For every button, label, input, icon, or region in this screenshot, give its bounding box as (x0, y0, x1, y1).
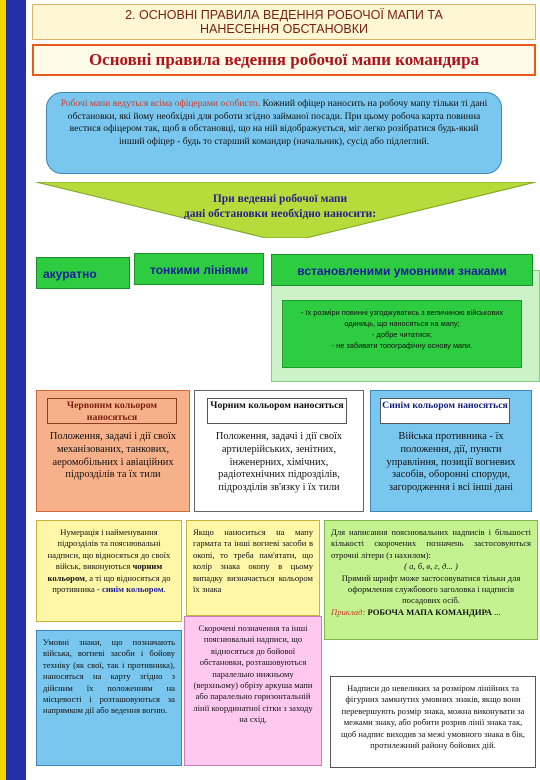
red-color-box: Червоним кольором наносяться Положення, … (36, 390, 190, 512)
decorative-blue-stripe (6, 0, 26, 780)
labels-letters: ( а, б, в, г, д... ) (404, 561, 458, 572)
labels-example-tail: ... (491, 606, 501, 617)
tag-symbols: встановленими умовними знаками (271, 254, 533, 286)
labels-text-2: Прямий шрифт може застосовуватися тільки… (341, 572, 521, 606)
guns-note: Якщо наноситься на мапу гармата та інші … (186, 520, 320, 616)
symbol-rule-2: - добре читатися; (372, 330, 432, 339)
intro-accent-text: Робочі мапи ведуться всіма офіцерами осо… (60, 98, 261, 109)
chevron-line-1: При веденні робочої мапи (212, 193, 348, 205)
labels-text-1: Для написання пояснювальних надписів і б… (331, 527, 531, 560)
symbols-definition-note: Умовні знаки, що позначають війська, вог… (36, 630, 182, 766)
tag-accurate: акуратно (36, 257, 130, 289)
labels-example: Приклад: РОБОЧА МАПА КОМАНДИРА ... (331, 607, 531, 618)
numbering-text-2: , а ті що відносяться до противника - (52, 572, 171, 595)
abbreviations-note: Скорочені позначення та інші пояснювальн… (184, 616, 322, 766)
symbol-rules-list: - їх розміри повинні узгоджуватись з вел… (282, 300, 522, 368)
labels-example-value: РОБОЧА МАПА КОМАНДИРА (367, 606, 492, 617)
symbol-rule-1: - їх розміри повинні узгоджуватись з вел… (300, 308, 504, 328)
size-labels-note: Надписи до невеликих за розміром лінійни… (330, 676, 536, 768)
numbering-text-3: . (163, 584, 166, 595)
numbering-text-1: Нумерація і найменування підрозділів та … (47, 527, 171, 572)
numbering-black: чорним кольором (47, 561, 163, 583)
numbering-blue: синім кольором (102, 584, 164, 595)
labels-note: Для написання пояснювальних надписів і б… (324, 520, 538, 640)
section-title-line-2: НАНЕСЕННЯ ОБСТАНОВКИ (200, 22, 368, 36)
symbol-rule-3: - не забивати топографічну основу мапи. (331, 341, 473, 350)
red-color-label: Червоним кольором наносяться (47, 398, 177, 424)
numbering-note: Нумерація і найменування підрозділів та … (36, 520, 182, 622)
blue-color-label: Синім кольором наносяться (380, 398, 510, 424)
blue-color-text: Військa противника - їх положення, дії, … (386, 431, 516, 494)
intro-text: Кожний офіцер наносить на робочу мапу ті… (67, 98, 488, 147)
blue-color-box: Синім кольором наносяться Військa против… (370, 390, 532, 512)
labels-example-label: Приклад: (331, 606, 366, 617)
section-title: 2. ОСНОВНІ ПРАВИЛА ВЕДЕННЯ РОБОЧОЇ МАПИ … (32, 4, 536, 40)
chevron-banner (36, 182, 536, 238)
chevron-line-2: дані обстановки необхідно наносити: (183, 208, 377, 220)
page-subtitle: Основні правила ведення робочої мапи ком… (32, 44, 536, 76)
tag-thin-lines: тонкими лініями (134, 253, 264, 285)
black-color-label: Чорним кольором наносяться (207, 398, 347, 424)
intro-callout: Робочі мапи ведуться всіма офіцерами осо… (46, 92, 502, 174)
red-color-text: Положення, задачі і дії своїх механізова… (49, 431, 177, 481)
decorative-yellow-stripe (0, 0, 6, 780)
chevron-text: При веденні робочої мапи дані обстановки… (130, 192, 430, 222)
section-title-line-1: 2. ОСНОВНІ ПРАВИЛА ВЕДЕННЯ РОБОЧОЇ МАПИ … (125, 8, 443, 22)
black-color-box: Чорним кольором наносяться Положення, за… (194, 390, 364, 512)
black-color-text: Положення, задачі і дії своїх артилерійс… (215, 431, 343, 494)
